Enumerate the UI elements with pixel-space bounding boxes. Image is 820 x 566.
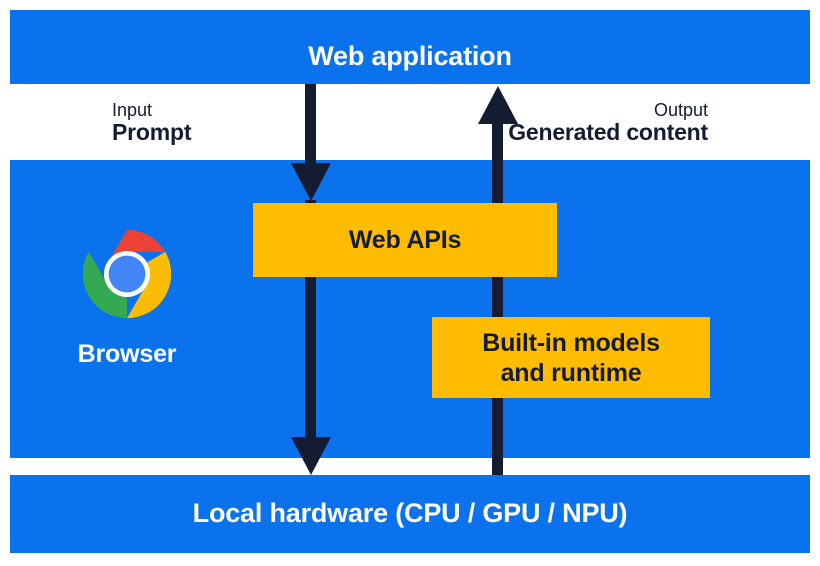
layer-browser-label: Browser	[77, 340, 177, 368]
arrow-down-head-icon	[291, 437, 331, 475]
layer-local-hardware: Local hardware (CPU / GPU / NPU)	[10, 475, 810, 553]
component-web-apis: Web APIs	[253, 203, 557, 277]
output-kind-label: Output	[653, 100, 708, 120]
layer-web-application: Web application	[10, 10, 810, 84]
arrow-down-head-icon	[291, 163, 331, 201]
component-builtin-models: Built-in models and runtime	[432, 317, 710, 398]
component-builtin-models-line2: and runtime	[500, 358, 642, 387]
input-annotation: Input Prompt	[112, 100, 192, 146]
output-value-label: Generated content	[508, 119, 708, 146]
component-builtin-models-line1: Built-in models	[482, 328, 660, 357]
output-annotation: Output Generated content	[508, 100, 708, 146]
chrome-logo-icon	[82, 229, 172, 319]
layer-local-hardware-label: Local hardware (CPU / GPU / NPU)	[192, 498, 628, 528]
input-kind-label: Input	[112, 100, 153, 120]
input-value-label: Prompt	[112, 119, 192, 146]
browser-group: Browser	[57, 228, 197, 369]
arrow-up-icon	[492, 118, 503, 480]
component-builtin-models-label: Built-in models and runtime	[482, 328, 660, 388]
arrow-down-icon	[305, 84, 316, 172]
component-web-apis-label: Web APIs	[348, 226, 462, 254]
layer-web-application-label: Web application	[308, 41, 512, 71]
arrow-up-head-icon	[478, 86, 518, 124]
arrow-down-icon	[305, 200, 316, 440]
